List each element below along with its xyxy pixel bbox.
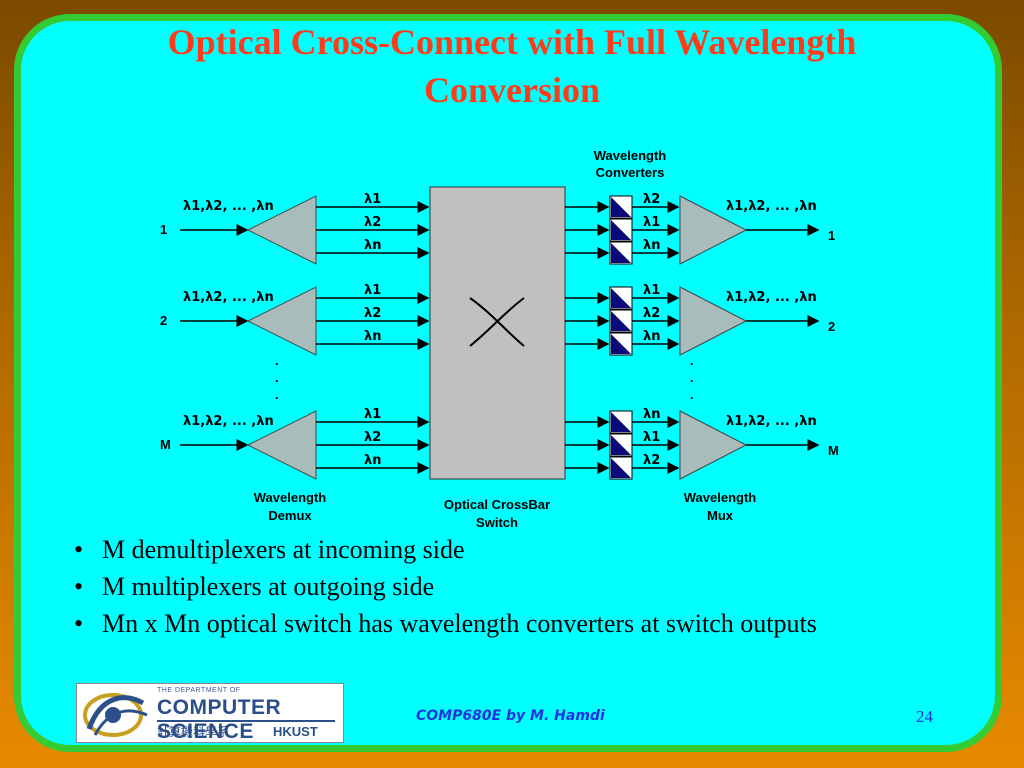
converter-output-label: λn: [643, 238, 660, 253]
bullet-list: M demultiplexers at incoming side M mult…: [70, 534, 950, 645]
ellipsis-dot: .: [690, 353, 694, 368]
converter-output-label: λ2: [643, 192, 660, 207]
output-signal-label: λ1,λ2, ... ,λn: [726, 414, 817, 429]
converter-output-label: λ1: [643, 283, 660, 298]
logo-name-line: COMPUTER SCIENCE: [157, 696, 282, 743]
demux-output-label: λ2: [364, 430, 381, 445]
converters-label-line-1: Wavelength: [594, 148, 667, 163]
ellipsis-dot: .: [275, 370, 279, 385]
input-port-label: 2: [160, 313, 167, 328]
hkust-cs-logo: THE DEPARTMENT OF COMPUTER SCIENCE 計算機科學…: [76, 683, 344, 743]
demux-label-line-1: Wavelength: [254, 490, 327, 505]
output-port-label: M: [828, 443, 839, 458]
mux-label-line-2: Mux: [707, 508, 734, 523]
page-number: 24: [916, 707, 933, 726]
demux-output-label: λn: [364, 329, 381, 344]
demux-output-label: λ1: [364, 407, 381, 422]
demux-output-label: λ2: [364, 215, 381, 230]
logo-emblem-icon: [83, 693, 148, 737]
bullet-item-optical-switch: Mn x Mn optical switch has wavelength co…: [70, 608, 950, 639]
ellipsis-dot: .: [275, 353, 279, 368]
converter-output-label: λn: [643, 407, 660, 422]
converter-output-label: λ1: [643, 430, 660, 445]
converter-shading: [611, 197, 631, 217]
mux-label-line-1: Wavelength: [684, 490, 757, 505]
converter-shading: [611, 458, 631, 478]
mux-triangle: [679, 410, 748, 480]
output-signal-label: λ1,λ2, ... ,λn: [726, 290, 817, 305]
demux-output-label: λ1: [364, 283, 381, 298]
converter-shading: [611, 311, 631, 331]
logo-school: HKUST: [273, 724, 318, 739]
converters-label-line-2: Converters: [596, 165, 665, 180]
converter-output-label: λn: [643, 329, 660, 344]
optical-crossbar-switch: [429, 186, 566, 480]
input-signal-label: λ1,λ2, ... ,λn: [183, 414, 274, 429]
crossbar-x-icon: [469, 297, 525, 347]
slide-title: Optical Cross-Connect with Full Waveleng…: [0, 18, 1024, 114]
input-port-label: 1: [160, 222, 167, 237]
input-signal-label: λ1,λ2, ... ,λn: [183, 290, 274, 305]
converter-shading: [611, 288, 631, 308]
ellipsis-dot: .: [690, 370, 694, 385]
slide-title-line-2: Conversion: [423, 70, 600, 110]
converter-output-label: λ2: [643, 306, 660, 321]
slide-footer: COMP680E by M. Hamdi: [416, 708, 605, 724]
converter-shading: [611, 435, 631, 455]
ellipsis-dot: .: [690, 387, 694, 402]
output-port-label: 1: [828, 228, 835, 243]
output-port-label: 2: [828, 319, 835, 334]
demux-output-label: λn: [364, 238, 381, 253]
demux-output-label: λ1: [364, 192, 381, 207]
converter-shading: [611, 334, 631, 354]
converter-shading: [611, 243, 631, 263]
mux-triangle: [679, 286, 748, 356]
slide-title-line-1: Optical Cross-Connect with Full Waveleng…: [167, 22, 857, 62]
bullet-item-multiplexers: M multiplexers at outgoing side: [70, 571, 950, 602]
logo-divider: [157, 720, 335, 722]
mux-triangle: [679, 195, 748, 265]
logo-chinese-line: 計算機科學系: [157, 725, 230, 739]
converter-shading: [611, 220, 631, 240]
bullet-item-demultiplexers: M demultiplexers at incoming side: [70, 534, 950, 565]
demux-output-label: λ2: [364, 306, 381, 321]
converter-shading: [611, 412, 631, 432]
ellipsis-dot: .: [275, 387, 279, 402]
converter-output-label: λ1: [643, 215, 660, 230]
input-port-label: M: [160, 437, 171, 452]
demux-label-line-2: Demux: [268, 508, 312, 523]
switch-label-line-1: Optical CrossBar: [444, 497, 550, 512]
demux-output-label: λn: [364, 453, 381, 468]
converter-output-label: λ2: [643, 453, 660, 468]
switch-label-line-2: Switch: [476, 515, 518, 530]
logo-dept-line: THE DEPARTMENT OF: [157, 687, 241, 694]
input-signal-label: λ1,λ2, ... ,λn: [183, 199, 274, 214]
output-signal-label: λ1,λ2, ... ,λn: [726, 199, 817, 214]
